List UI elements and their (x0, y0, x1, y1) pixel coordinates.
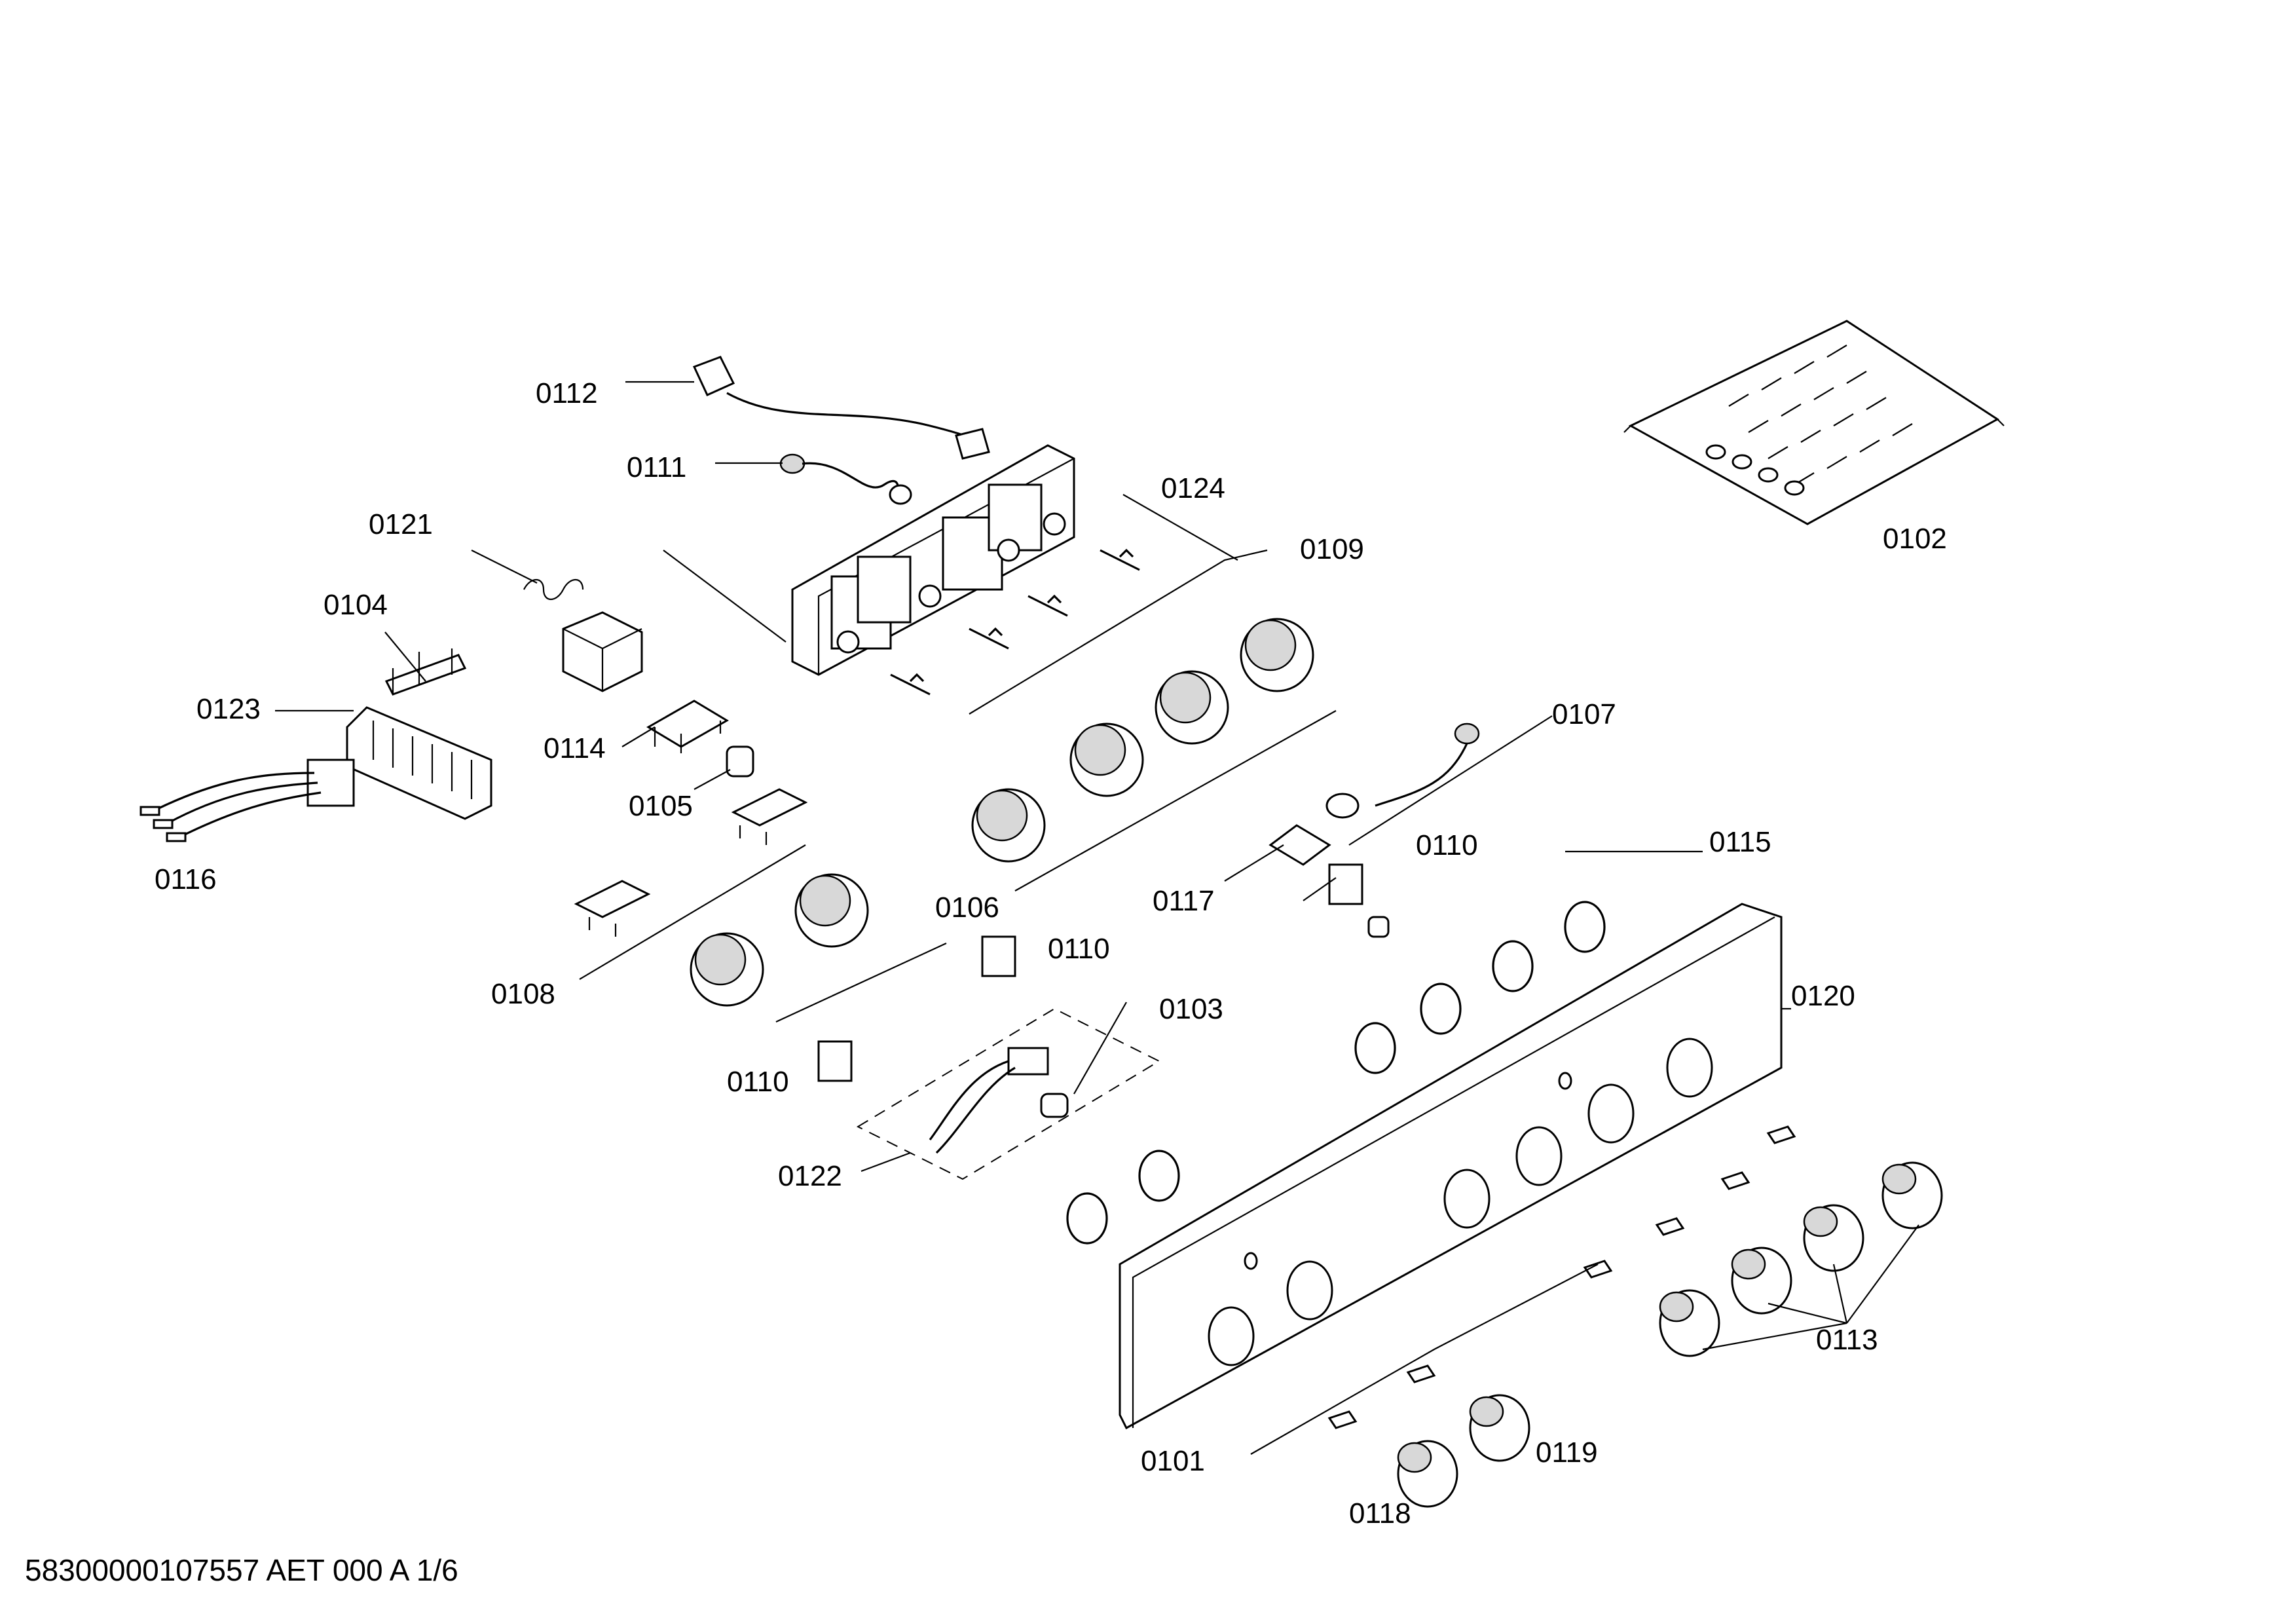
label-0106: 0106 (935, 891, 999, 924)
thermostat-0121 (471, 550, 643, 692)
cover-0108a (731, 788, 808, 845)
front-panel-0120 (1119, 903, 1783, 1430)
label-0119: 0119 (1536, 1436, 1598, 1469)
cable-0107 (1325, 723, 1480, 819)
label-0114: 0114 (544, 732, 606, 764)
label-0124: 0124 (1161, 472, 1225, 504)
knobs-0113 (1659, 1161, 1943, 1357)
knob-clips (1327, 1125, 1796, 1429)
lamp-assembly-0103-0122 (856, 1007, 1161, 1180)
board-0117 (1268, 824, 1331, 866)
switch-block-0109 (791, 444, 1075, 676)
label-0112: 0112 (536, 377, 598, 409)
connector-0105 (726, 745, 754, 778)
document-id: 58300000107557 AET 000 A 1/6 (25, 1553, 458, 1587)
lamp-holder-0110a (1328, 863, 1390, 938)
leader-lines (275, 381, 1919, 1455)
part-labels: 0112 0111 0121 0104 0123 0116 0114 0105 … (155, 377, 1947, 1530)
label-0122: 0122 (778, 1160, 842, 1192)
label-0102: 0102 (1883, 523, 1947, 555)
cable-0112 (692, 356, 990, 460)
shafts-0124 (890, 548, 1140, 696)
label-0104: 0104 (324, 589, 388, 621)
terminal-block-0123 (346, 706, 492, 820)
label-0105: 0105 (629, 790, 693, 822)
label-0109: 0109 (1300, 533, 1364, 565)
lamp-holder-0110c (817, 1040, 853, 1082)
label-0101: 0101 (1141, 1445, 1205, 1477)
knob-housings-0106 (690, 618, 1314, 1007)
label-0108: 0108 (491, 978, 555, 1010)
bracket-0104 (384, 648, 467, 696)
knob-0118 (1397, 1440, 1458, 1508)
label-0110c: 0110 (727, 1066, 789, 1098)
rings-0115 (1066, 901, 1606, 1245)
label-0110b: 0110 (1048, 933, 1110, 965)
label-0113: 0113 (1816, 1324, 1878, 1356)
label-0120: 0120 (1791, 980, 1855, 1012)
bracket-0114 (646, 700, 729, 753)
label-0117: 0117 (1153, 885, 1215, 917)
lamp-holder-0110b (981, 935, 1016, 977)
label-0110a: 0110 (1416, 829, 1478, 861)
label-0107: 0107 (1552, 698, 1616, 730)
label-0116: 0116 (155, 863, 217, 895)
cable-0111 (779, 453, 912, 505)
screw-bag-0102 (1623, 320, 2005, 525)
knob-0119 (1469, 1394, 1530, 1462)
label-0115: 0115 (1709, 826, 1771, 858)
label-0103: 0103 (1159, 993, 1223, 1025)
wire-harness-0116 (139, 759, 355, 842)
label-0111: 0111 (627, 451, 686, 483)
label-0118: 0118 (1349, 1497, 1411, 1530)
label-0123: 0123 (196, 693, 261, 725)
label-0121: 0121 (369, 508, 433, 540)
cover-0108b (574, 880, 651, 937)
